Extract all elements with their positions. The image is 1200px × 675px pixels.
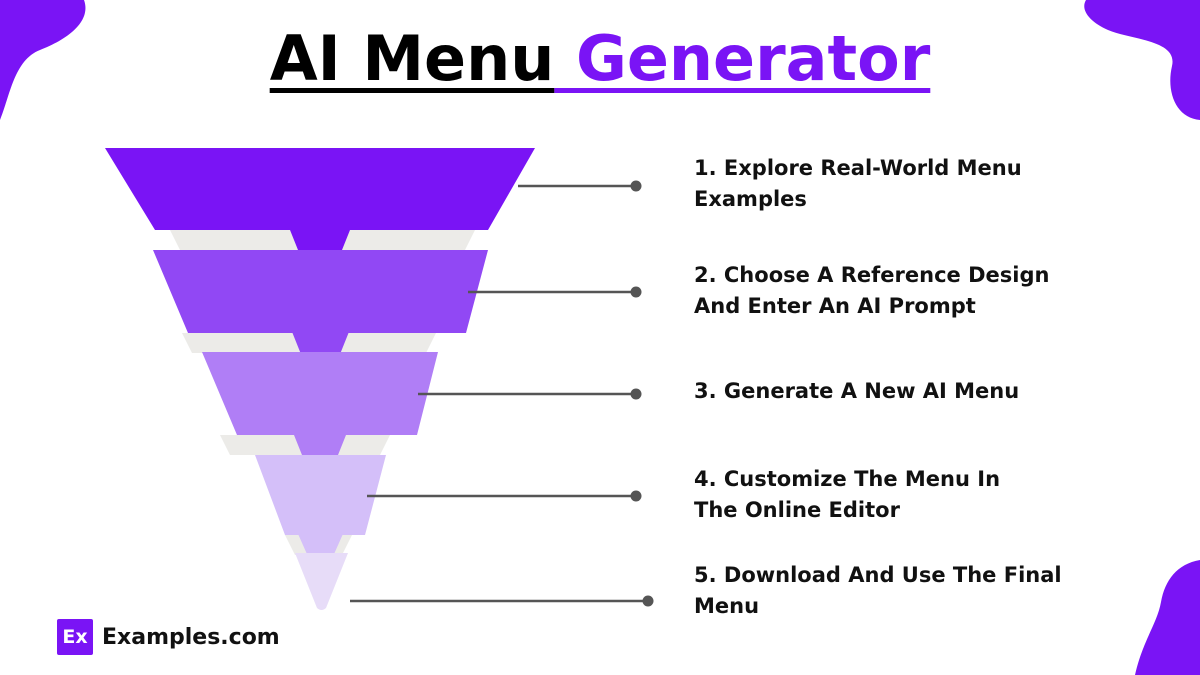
title-part-2: Generator [554, 22, 931, 95]
connector-dot-3 [630, 388, 642, 400]
funnel-layer-5 [295, 553, 348, 610]
funnel-layer-1 [105, 148, 535, 250]
page-title: AI Menu Generator [0, 22, 1200, 95]
step-1-label: 1. Explore Real-World Menu Examples [694, 156, 1022, 211]
step-5-label: 5. Download And Use The Final Menu [694, 563, 1062, 618]
connector-dot-1 [630, 180, 642, 192]
brand-name: Examples.com [102, 624, 280, 650]
corner-blob-top-left [0, 0, 86, 120]
connector-dot-2 [630, 286, 642, 298]
brand-logo: Ex Examples.com [57, 619, 280, 655]
step-3-label: 3. Generate A New AI Menu [694, 379, 1020, 403]
connector-dot-4 [630, 490, 642, 502]
connector-dot-5 [642, 595, 654, 607]
funnel-layer-2 [153, 250, 488, 353]
corner-blob-bottom-right [1135, 560, 1200, 675]
title-part-1: AI Menu [269, 22, 555, 95]
corner-blob-top-right [1084, 0, 1200, 120]
step-2-label: 2. Choose A Reference Design And Enter A… [694, 263, 1050, 318]
funnel-layer-4 [255, 455, 386, 553]
brand-badge: Ex [57, 619, 93, 655]
funnel-layer-3 [202, 352, 438, 455]
step-4-label: 4. Customize The Menu In The Online Edit… [694, 467, 1001, 522]
